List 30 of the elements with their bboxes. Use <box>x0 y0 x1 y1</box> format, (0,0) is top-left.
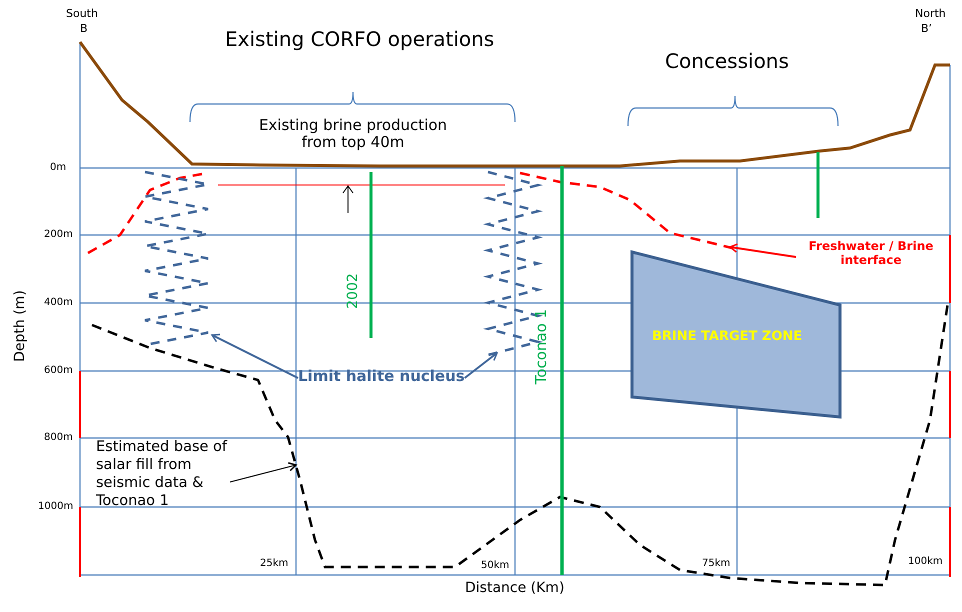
depth-tick-label: 400m <box>44 297 73 308</box>
well-label: Toconao 1 <box>533 308 550 384</box>
callout-text: Estimated base of salar fill from seismic data & Toconao 1 <box>96 438 244 510</box>
leader-line <box>464 352 498 379</box>
zone-label: BRINE TARGET ZONE <box>652 330 802 345</box>
well-label: 2002 <box>344 273 361 309</box>
distance-tick-label: 75km <box>702 558 730 570</box>
depth-tick-label: 0m <box>50 162 66 174</box>
area-label: Existing CORFO operations <box>225 28 494 51</box>
direction-label: North <box>915 8 946 21</box>
axis-title: Distance (Km) <box>465 580 564 596</box>
section-end-label: B’ <box>921 23 932 36</box>
depth-tick-label: 1000m <box>38 501 74 512</box>
distance-tick-label: 50km <box>481 560 510 572</box>
distance-tick-label: 100km <box>908 556 943 568</box>
axis-title: Depth (m) <box>12 290 28 362</box>
note-text: Existing brine production from top 40m <box>258 117 448 152</box>
callout-text: Limit halite nucleus <box>298 368 465 386</box>
callout-text: Freshwater / Brine interface <box>796 240 946 268</box>
direction-label: South <box>66 8 98 21</box>
depth-tick-label: 600m <box>44 365 73 376</box>
depth-tick-label: 800m <box>44 432 73 444</box>
section-end-label: B <box>80 23 88 36</box>
distance-tick-label: 25km <box>260 558 288 570</box>
leader-line <box>211 334 298 379</box>
leader-line <box>230 462 297 482</box>
leader-line <box>729 243 796 258</box>
depth-tick-label: 200m <box>44 229 73 240</box>
area-label: Concessions <box>665 50 789 73</box>
target-zone <box>630 250 842 419</box>
